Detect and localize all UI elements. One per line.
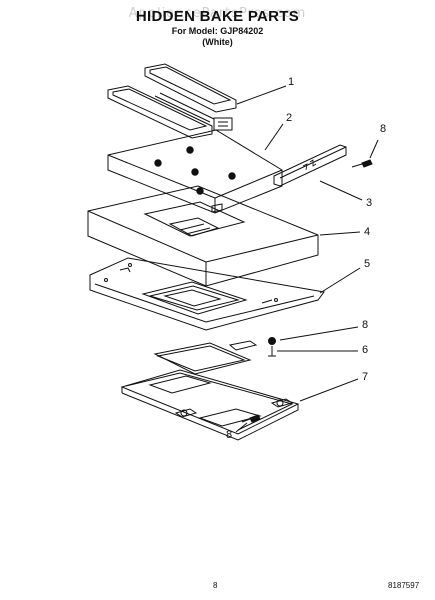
leader-lines xyxy=(235,85,379,433)
callout-5: 5 xyxy=(364,258,371,270)
callout-7: 7 xyxy=(362,371,369,383)
color-line: (White) xyxy=(202,37,233,47)
diagram-title: HIDDEN BAKE PARTS xyxy=(135,8,300,25)
callout-8: 8 xyxy=(226,429,233,441)
screw-icon xyxy=(268,337,276,345)
page-number: 8 xyxy=(213,581,218,590)
part-3-bracket xyxy=(273,144,347,187)
part-7-lower-cover xyxy=(120,369,300,441)
part-5-oven-bottom xyxy=(89,257,325,331)
callout-2: 2 xyxy=(286,112,293,124)
document-number: 8187597 xyxy=(388,581,420,590)
callout-8: 8 xyxy=(362,319,369,331)
part-6-plate xyxy=(153,340,276,375)
screw-icon xyxy=(241,414,261,423)
callout-8: 8 xyxy=(380,123,387,135)
callout-6: 6 xyxy=(362,344,369,356)
model-info: For Model: GJP84202 (White) xyxy=(0,26,435,48)
watermark: AppliancePartsPros.com xyxy=(128,6,307,21)
callout-1: 1 xyxy=(288,76,295,88)
part-2-element-cover xyxy=(107,129,283,214)
screw-icon xyxy=(351,159,373,168)
model-line: For Model: GJP84202 xyxy=(171,26,264,36)
part-4-insulation xyxy=(87,185,319,287)
callout-4: 4 xyxy=(364,226,371,238)
part-1-bake-element xyxy=(107,63,237,139)
callout-3: 3 xyxy=(366,197,373,209)
